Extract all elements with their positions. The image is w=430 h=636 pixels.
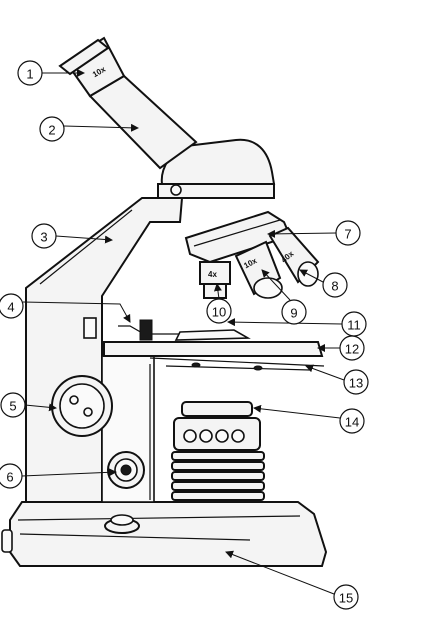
callout-9: 9 (281, 299, 307, 325)
leader-line-15 (225, 550, 335, 595)
callout-circle-2 (39, 116, 65, 142)
callout-number-9: 9 (290, 306, 297, 321)
leader-line-7 (267, 229, 337, 238)
leader-lines (21, 69, 345, 595)
callout-circle-10 (206, 298, 232, 324)
callout-number-6: 6 (6, 470, 13, 485)
leader-line-11 (227, 318, 343, 327)
callout-number-7: 7 (344, 227, 351, 242)
body-tube (88, 74, 198, 170)
callout-circle-1 (17, 60, 43, 86)
callout-number-2: 2 (48, 123, 55, 138)
callout-11: 11 (341, 311, 367, 337)
callout-4: 4 (0, 293, 24, 319)
callout-number-1: 1 (26, 67, 33, 82)
fine-focus-knob (107, 451, 145, 489)
callout-circle-8 (322, 272, 348, 298)
callout-circle-7 (335, 220, 361, 246)
callout-circle-14 (339, 408, 365, 434)
callout-7: 7 (335, 220, 361, 246)
leader-line-14 (253, 404, 341, 419)
callout-number-10: 10 (212, 305, 226, 320)
callout-circle-3 (31, 223, 57, 249)
callout-number-15: 15 (339, 591, 353, 606)
callout-number-13: 13 (349, 376, 363, 391)
callout-6: 6 (0, 463, 23, 489)
objective-4x: 4x (199, 261, 231, 299)
callout-number-12: 12 (345, 342, 359, 357)
objective-10x: 10x (234, 240, 283, 299)
leader-line-3 (55, 235, 113, 244)
eyepiece: 10x (58, 36, 126, 98)
condenser (171, 401, 265, 501)
callout-13: 13 (343, 369, 369, 395)
callout-1: 1 (17, 60, 43, 86)
base (1, 501, 328, 567)
callout-circle-4 (0, 293, 24, 319)
objective-40x: 40x (268, 226, 320, 287)
callout-number-11: 11 (347, 318, 361, 333)
stage-clip (83, 317, 251, 341)
objective-4x-marking: 4x (208, 270, 217, 279)
callout-10: 10 (206, 298, 232, 324)
leader-line-2 (63, 123, 139, 132)
leader-line-4 (22, 301, 131, 323)
callout-circle-9 (281, 299, 307, 325)
callout-circle-6 (0, 463, 23, 489)
callout-15: 15 (333, 584, 359, 610)
leader-line-13 (305, 364, 345, 381)
stage (103, 341, 325, 371)
coarse-focus-knob (51, 375, 113, 437)
callout-12: 12 (339, 335, 365, 361)
callout-number-8: 8 (331, 279, 338, 294)
callout-circle-5 (0, 392, 26, 418)
leader-line-10 (213, 283, 222, 300)
callout-number-14: 14 (345, 415, 359, 430)
callout-number-4: 4 (7, 300, 14, 315)
callout-circle-15 (333, 584, 359, 610)
callout-circle-12 (339, 335, 365, 361)
leader-line-8 (299, 269, 324, 283)
leader-line-6 (21, 468, 117, 477)
callout-number-5: 5 (9, 399, 16, 414)
callout-2: 2 (39, 116, 65, 142)
callout-14: 14 (339, 408, 365, 434)
leader-line-5 (24, 403, 57, 412)
callout-circle-13 (343, 369, 369, 395)
leader-line-9 (261, 269, 291, 301)
callout-number-3: 3 (40, 230, 47, 245)
callout-8: 8 (322, 272, 348, 298)
callout-5: 5 (0, 392, 26, 418)
callout-3: 3 (31, 223, 57, 249)
head (157, 138, 276, 199)
